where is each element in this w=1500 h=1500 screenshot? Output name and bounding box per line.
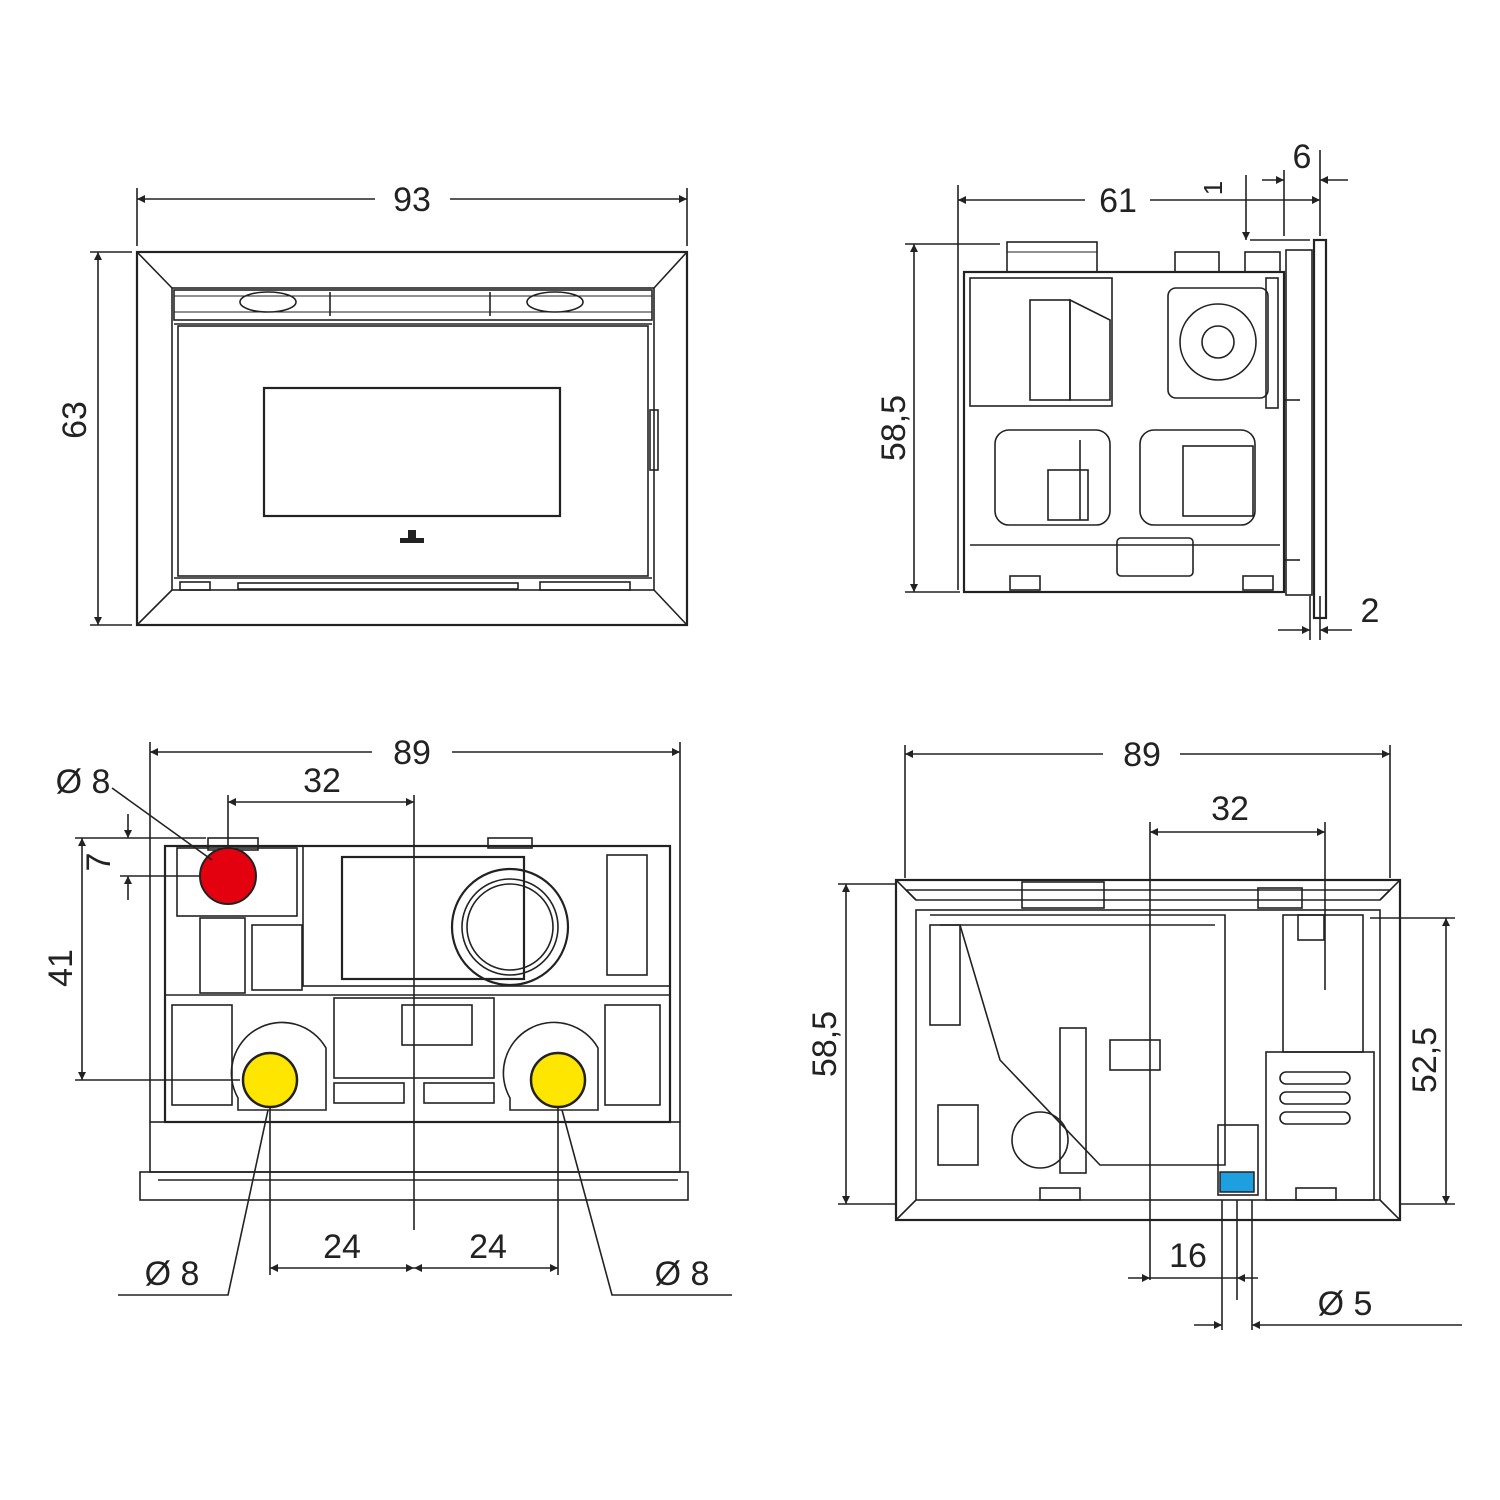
side-bottom-label: 2 — [1361, 592, 1380, 630]
connector-marker — [1219, 1171, 1255, 1193]
side-frame-label: 6 — [1293, 138, 1312, 176]
side-gap-label: 1 — [1198, 181, 1228, 195]
rear-top-diameter-label: Ø 8 — [56, 763, 111, 801]
side-view: 61 6 1 58,5 2 — [875, 138, 1379, 640]
front-width-label: 93 — [393, 181, 431, 219]
rear-height-label: 41 — [42, 949, 80, 987]
rear-left-spacing-label: 24 — [323, 1228, 361, 1266]
top-width-label: 89 — [1123, 736, 1161, 774]
top-small-offset-label: 16 — [1169, 1237, 1207, 1275]
left-air-inlet-marker — [241, 1051, 299, 1109]
top-offset-label: 32 — [1211, 790, 1249, 828]
rear-right-diameter-label: Ø 8 — [655, 1255, 710, 1293]
rear-view: 89 32 Ø 8 7 41 24 24 Ø 8 Ø 8 — [42, 734, 732, 1296]
flue-outlet-marker — [199, 847, 257, 905]
right-air-inlet-marker — [529, 1051, 587, 1109]
top-view: 89 32 58,5 52,5 16 Ø 5 — [806, 736, 1462, 1330]
front-height-label: 63 — [56, 401, 94, 439]
side-depth-label: 61 — [1099, 182, 1137, 220]
rear-offset-label: 32 — [303, 762, 341, 800]
side-height-label: 58,5 — [875, 395, 913, 461]
rear-top-offset-label: 7 — [80, 853, 118, 872]
rear-right-spacing-label: 24 — [469, 1228, 507, 1266]
rear-left-diameter-label: Ø 8 — [145, 1255, 200, 1293]
rear-width-label: 89 — [393, 734, 431, 772]
top-inner-height-label: 52,5 — [1406, 1027, 1444, 1093]
front-view: 93 63 — [56, 181, 689, 627]
top-height-label: 58,5 — [806, 1011, 844, 1077]
top-diameter-label: Ø 5 — [1318, 1285, 1373, 1323]
